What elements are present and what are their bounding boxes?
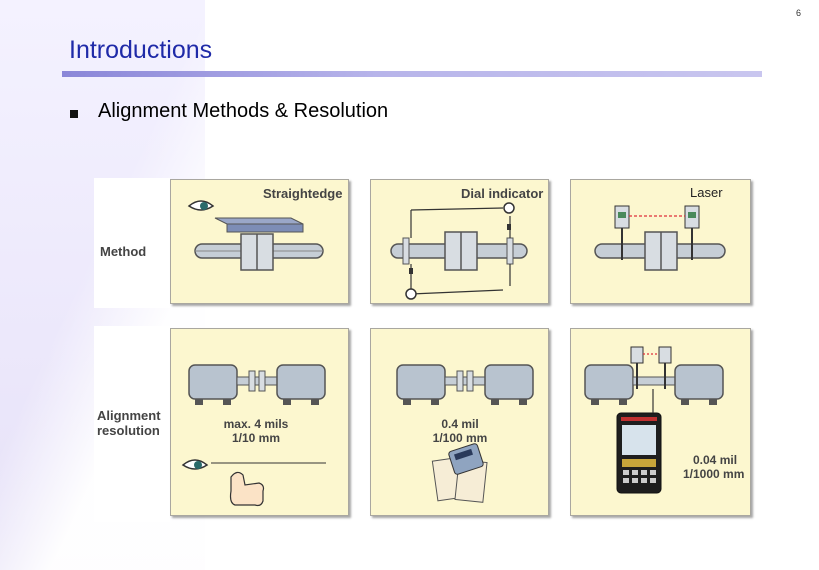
hand-gauge-icon <box>431 443 488 503</box>
method-row-label: Method <box>100 244 147 259</box>
straightedge-title: Straightedge <box>263 186 343 201</box>
thumb-icon <box>229 471 265 507</box>
dial-indicator-resolution-1: 0.4 mil <box>441 417 479 431</box>
title-underline <box>62 71 762 77</box>
dial-indicator-resolution-2: 1/100 mm <box>432 431 488 445</box>
machine-right <box>484 364 534 405</box>
machine-right <box>276 364 326 405</box>
resolution-label-panel <box>94 326 170 522</box>
machine-left <box>396 364 446 405</box>
machine-left <box>584 364 634 405</box>
dial-indicator-resolution-card: 0.4 mil 1/100 mm <box>370 328 549 516</box>
laser-diagram <box>594 205 726 271</box>
machine-right <box>674 364 724 405</box>
dial-indicator-diagram <box>390 202 528 300</box>
bullet-text: Alignment Methods & Resolution <box>98 100 389 122</box>
laser-resolution-2: 1/1000 mm <box>683 467 745 481</box>
page-number: 6 <box>795 8 801 18</box>
straightedge-resolution-diagram <box>181 364 326 507</box>
dial-indicator-method-card: Dial indicator <box>370 179 549 304</box>
straightedge-diagram <box>187 200 324 271</box>
dial-indicator-title: Dial indicator <box>461 186 544 201</box>
machine-left <box>188 364 238 405</box>
resolution-row-label-1: Alignment <box>97 408 161 423</box>
laser-resolution-1: 0.04 mil <box>693 453 738 467</box>
slide-title: Introductions <box>69 36 213 64</box>
bullet-square-icon <box>70 110 78 118</box>
straightedge-resolution-card: max. 4 mils 1/10 mm <box>170 328 349 516</box>
laser-resolution-card: 0.04 mil 1/1000 mm <box>570 328 751 516</box>
straightedge-resolution-2: 1/10 mm <box>231 431 281 445</box>
laser-method-card: Laser <box>570 179 751 304</box>
display-unit-icon <box>616 412 662 494</box>
straightedge-method-card: Straightedge <box>170 179 349 304</box>
laser-transmitter-icon <box>684 205 700 260</box>
laser-receiver-icon <box>614 205 630 260</box>
laser-title: Laser <box>690 185 723 200</box>
method-label-panel <box>94 178 170 308</box>
dial-resolution-diagram <box>396 364 534 503</box>
laser-receiver-icon <box>630 346 672 389</box>
resolution-row-label-2: resolution <box>97 423 160 438</box>
eye-icon <box>187 200 215 211</box>
eye-icon <box>181 459 209 470</box>
laser-resolution-diagram <box>584 346 724 494</box>
straightedge-resolution-1: max. 4 mils <box>223 417 289 431</box>
